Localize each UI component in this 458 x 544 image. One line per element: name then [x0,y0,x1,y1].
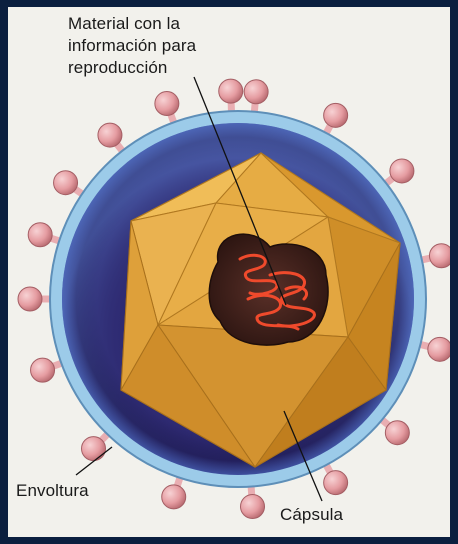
spike-head [390,159,414,183]
spike-head [54,171,78,195]
spike-head [244,80,268,104]
spike-head [18,287,42,311]
genetic-material [209,234,328,345]
spike-head [324,471,348,495]
spike-head [31,358,55,382]
spike-head [428,337,450,361]
capsula-label: Cápsula [280,504,343,526]
spike-head [429,244,450,268]
spike-head [324,103,348,127]
spike-head [385,421,409,445]
spike-head [241,494,265,518]
spike-head [28,223,52,247]
spike-head [219,79,243,103]
diagram-panel: Material con la información para reprodu… [8,7,450,537]
material-label-line-2: información para [68,35,196,57]
envoltura-label: Envoltura [16,480,89,502]
spike-head [162,485,186,509]
material-label: Material con la información para reprodu… [68,13,196,79]
spike-head [155,92,179,116]
virus-diagram [8,7,450,537]
spike-head [82,437,106,461]
material-label-line-3: reproducción [68,57,196,79]
material-label-line-1: Material con la [68,13,196,35]
spike-head [98,123,122,147]
